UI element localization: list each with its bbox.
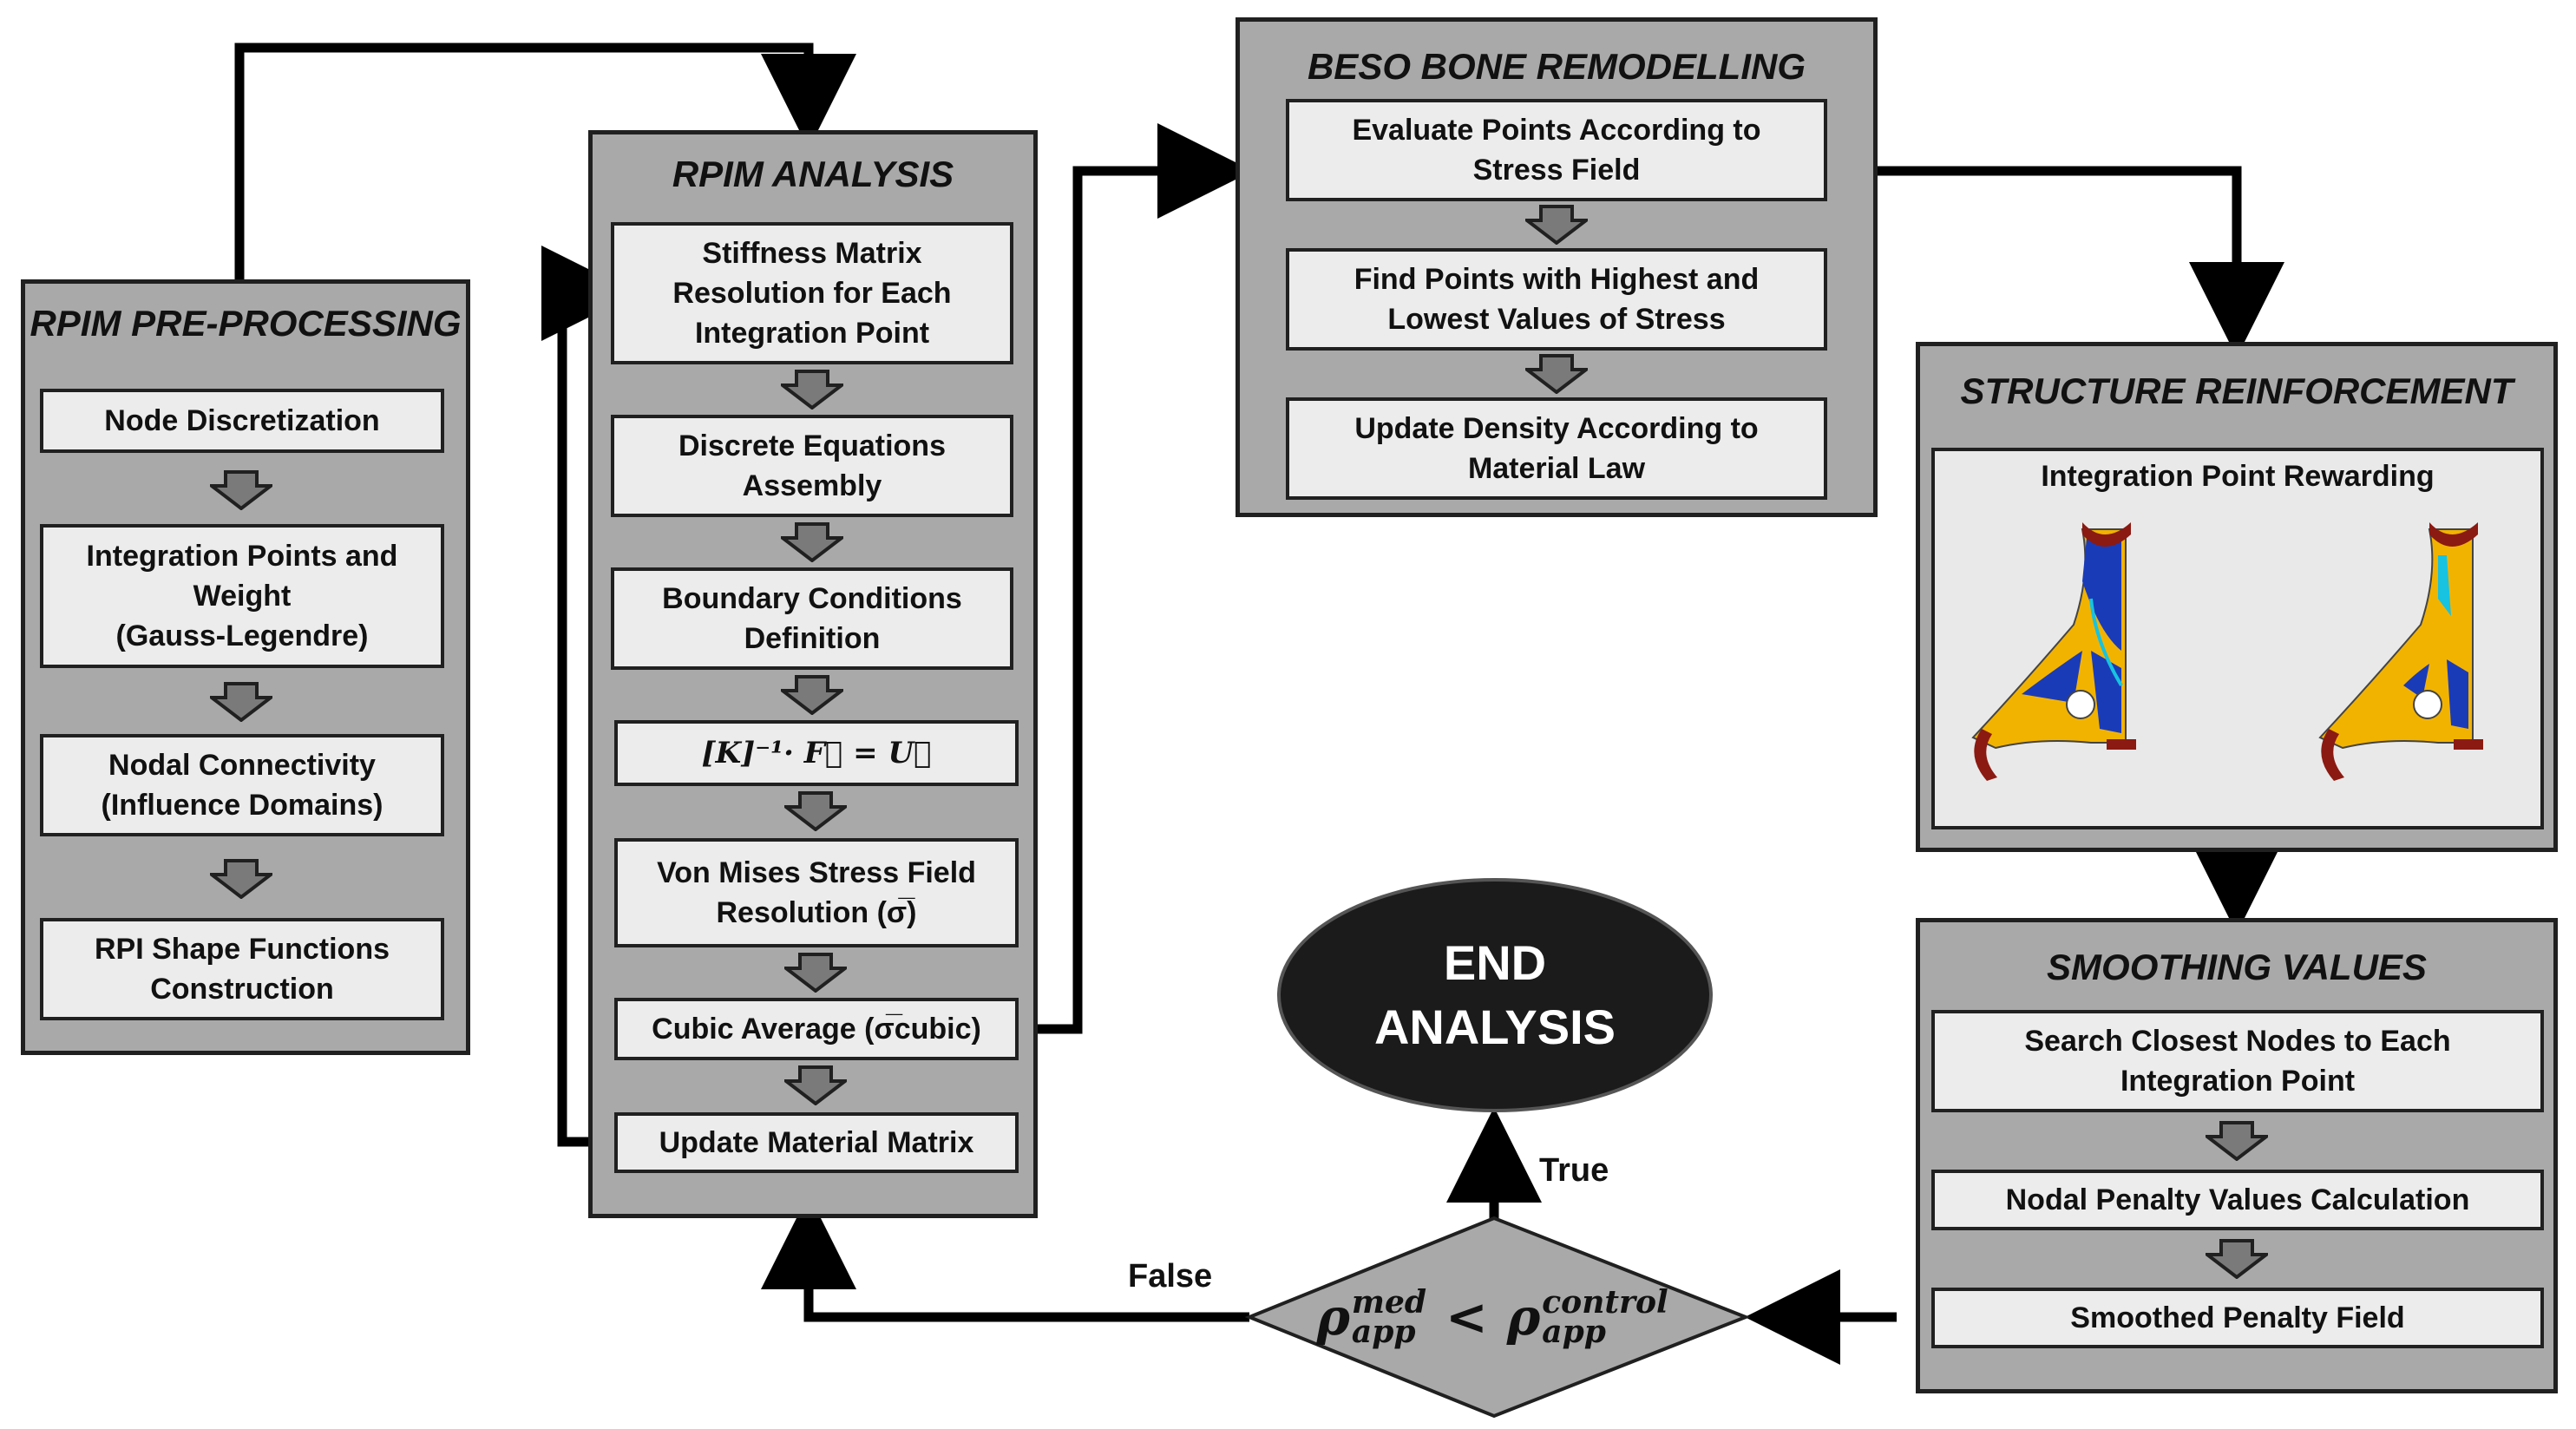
step-discrete-equations: Discrete Equations Assembly (611, 415, 1013, 517)
decision-lhs: ρ (1316, 1288, 1350, 1347)
down-arrow-icon (781, 675, 843, 715)
down-arrow-icon (781, 522, 843, 562)
step-update-density: Update Density According to Material Law (1286, 397, 1827, 500)
step-nodal-connectivity: Nodal Connectivity (Influence Domains) (40, 734, 444, 836)
topology-after-image (2318, 522, 2483, 781)
step-find-points: Find Points with Highest and Lowest Valu… (1286, 248, 1827, 351)
panel-reinforcement-title: STRUCTURE REINFORCEMENT (1960, 370, 2514, 411)
step-smoothed-penalty-field: Smoothed Penalty Field (1931, 1288, 2544, 1348)
down-arrow-icon (210, 682, 272, 722)
down-arrow-icon (1525, 205, 1588, 245)
decision-lhs-sub: app (1351, 1314, 1416, 1350)
panel-beso-title: BESO BONE REMODELLING (1307, 46, 1806, 87)
down-arrow-icon (781, 370, 843, 410)
step-nodal-penalty: Nodal Penalty Values Calculation (1931, 1170, 2544, 1230)
decision-condition: ρ med app < ρ control app (1301, 1275, 1683, 1359)
panel-rpim-analysis-title: RPIM ANALYSIS (672, 154, 954, 194)
step-search-closest-nodes: Search Closest Nodes to Each Integration… (1931, 1010, 2544, 1112)
down-arrow-icon (784, 953, 847, 993)
down-arrow-icon (784, 791, 847, 831)
step-evaluate-points: Evaluate Points According to Stress Fiel… (1286, 99, 1827, 201)
step-stiffness-matrix: Stiffness Matrix Resolution for Each Int… (611, 222, 1013, 364)
edge-pre-to-rpim (234, 43, 856, 279)
step-rpi-shape-functions: RPI Shape Functions Construction (40, 918, 444, 1020)
edge-beso-to-reinforce (1874, 166, 2284, 357)
step-node-discretization: Node Discretization (40, 389, 444, 453)
down-arrow-icon (2206, 1121, 2268, 1161)
end-analysis-node: END ANALYSIS (1277, 878, 1713, 1112)
topology-before-image (1971, 522, 2136, 781)
panel-pre-processing-title: RPIM PRE-PROCESSING (29, 303, 462, 344)
false-label: False (1128, 1258, 1213, 1295)
down-arrow-icon (1525, 354, 1588, 394)
edge-rpim-to-beso (1020, 123, 1253, 1034)
decision-diamond (1244, 1216, 1751, 1419)
step-update-material-matrix: Update Material Matrix (614, 1112, 1019, 1173)
edge-decision-false (761, 1194, 1249, 1322)
step-integration-points: Integration Points and Weight (Gauss-Leg… (40, 524, 444, 668)
decision-operator: < (1445, 1288, 1488, 1347)
step-solve-equation: [K]⁻¹· F⃗ = U⃗ (614, 720, 1019, 786)
decision-rhs-sup: control (1542, 1284, 1668, 1321)
panel-smoothing-title: SMOOTHING VALUES (2047, 947, 2427, 987)
decision-lhs-sup: med (1351, 1284, 1427, 1321)
down-arrow-icon (784, 1065, 847, 1105)
true-label: True (1539, 1152, 1609, 1189)
step-von-mises: Von Mises Stress Field Resolution (σ̅) (614, 838, 1019, 947)
step-cubic-average: Cubic Average (σ̅cubic) (614, 998, 1019, 1060)
decision-rhs-sub: app (1542, 1314, 1606, 1350)
step-boundary-conditions: Boundary Conditions Definition (611, 567, 1013, 670)
down-arrow-icon (210, 859, 272, 899)
down-arrow-icon (210, 470, 272, 510)
integration-point-rewarding-title: Integration Point Rewarding (2041, 460, 2435, 493)
down-arrow-icon (2206, 1239, 2268, 1279)
decision-rhs: ρ (1506, 1288, 1541, 1347)
